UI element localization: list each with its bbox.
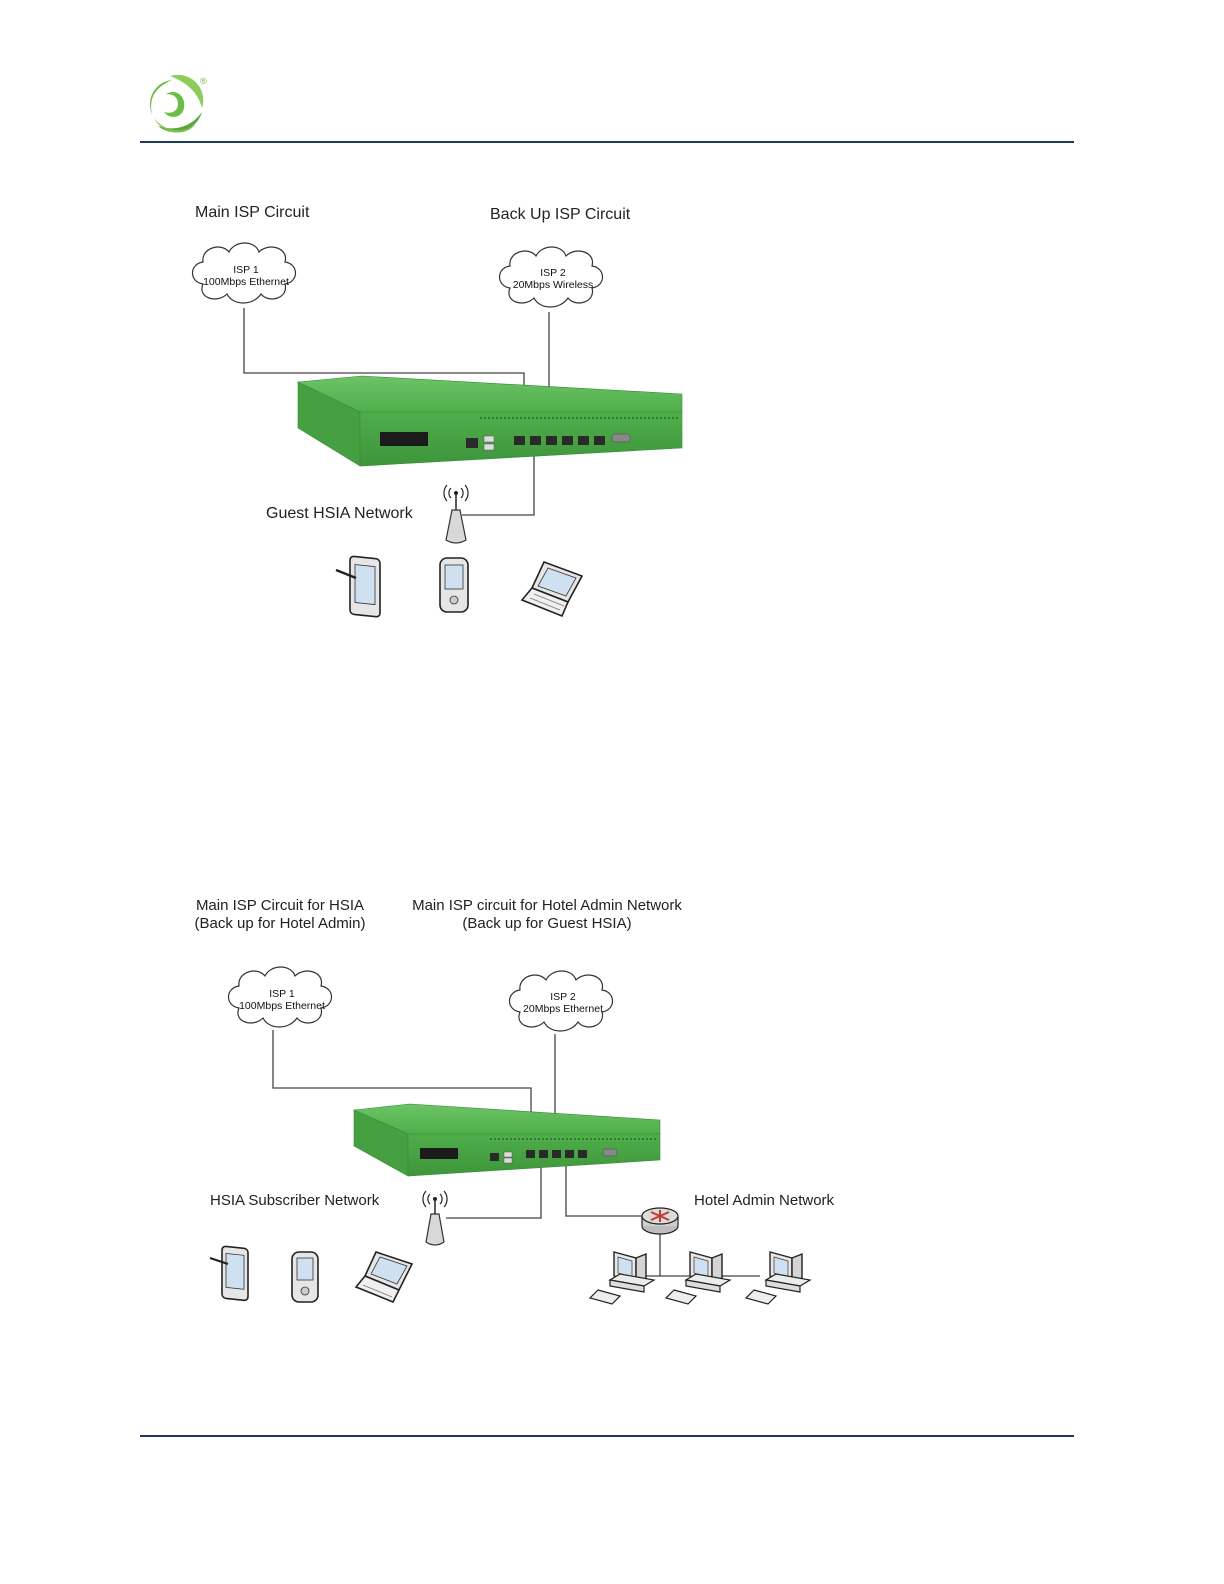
main-admin-label: Main ISP circuit for Hotel Admin Network… <box>400 897 694 933</box>
main-admin-line2: (Back up for Guest HSIA) <box>400 915 694 933</box>
hotel-admin-label: Hotel Admin Network <box>694 1192 834 1209</box>
desktop-pc-icon <box>666 1252 730 1304</box>
isp1-cloud-label-2: ISP 1 100Mbps Ethernet <box>224 988 340 1012</box>
pda-icon <box>292 1252 318 1302</box>
isp1-name-2: ISP 1 <box>224 988 340 1000</box>
main-hsia-line2: (Back up for Hotel Admin) <box>180 915 380 933</box>
tablet-icon <box>210 1246 248 1301</box>
desktop-pc-icon <box>746 1252 810 1304</box>
router-icon <box>642 1208 678 1234</box>
gateway-device <box>354 1104 660 1176</box>
main-hsia-label: Main ISP Circuit for HSIA (Back up for H… <box>180 897 380 933</box>
main-hsia-line1: Main ISP Circuit for HSIA <box>180 897 380 915</box>
wireless-ap-icon <box>423 1191 447 1245</box>
isp2-cloud-label-2: ISP 2 20Mbps Ethernet <box>505 991 621 1015</box>
hsia-subscriber-label: HSIA Subscriber Network <box>210 1192 379 1209</box>
isp1-desc-2: 100Mbps Ethernet <box>224 1000 340 1012</box>
isp2-name-2: ISP 2 <box>505 991 621 1003</box>
laptop-icon <box>356 1252 412 1302</box>
desktop-pc-icon <box>590 1252 654 1304</box>
isp2-desc-2: 20Mbps Ethernet <box>505 1003 621 1015</box>
main-admin-line1: Main ISP circuit for Hotel Admin Network <box>400 897 694 915</box>
